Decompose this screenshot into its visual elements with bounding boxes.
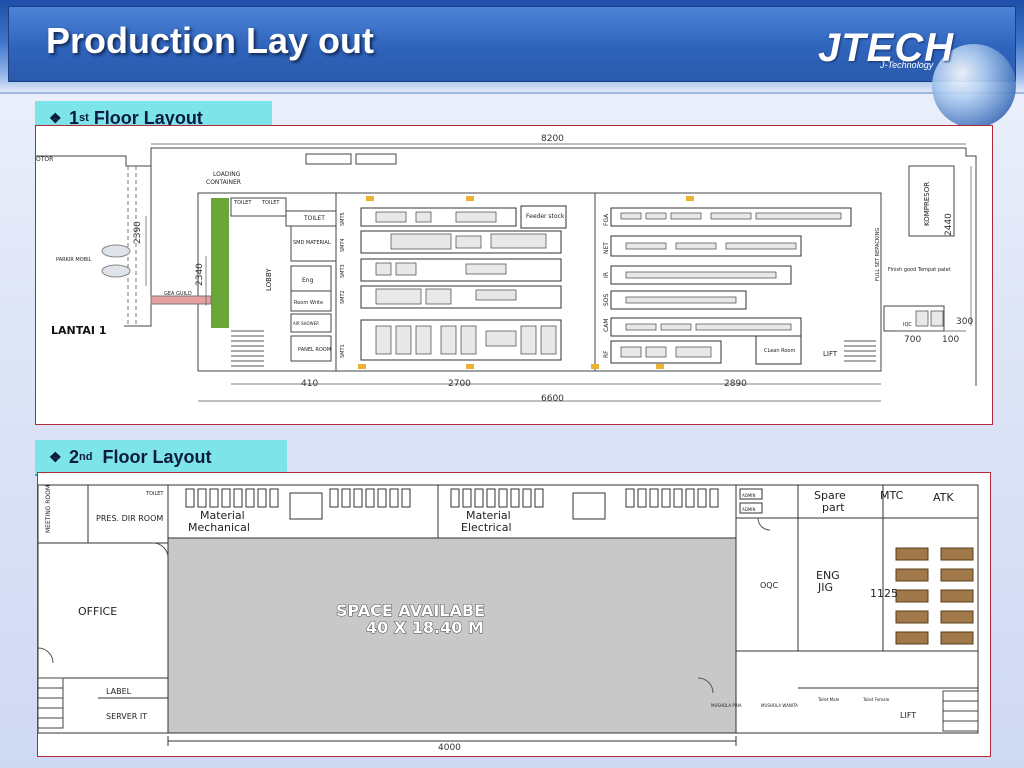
label-iqc: IQC (903, 322, 912, 328)
label-eng: Eng (302, 277, 314, 284)
label-admin-2: ADMIN (742, 507, 755, 512)
label-toilet-1: TOILET (233, 200, 252, 206)
label-label: LABEL (106, 687, 132, 696)
label-air-shower: AIR SHOWER (293, 321, 319, 326)
dim-left-height: 2390 (133, 221, 143, 244)
label-lift: LIFT (823, 350, 838, 358)
label-space-dimensions: 40 X 18.40 M (366, 618, 484, 637)
company-logo: JTECH (818, 26, 955, 70)
label-smd-material: SMD MATERIAL (293, 240, 331, 246)
label-lift: LIFT (900, 711, 916, 720)
label-rf: RF (603, 350, 610, 358)
globe-logo-icon (932, 44, 1016, 128)
company-logo-subtitle: J-Technology (880, 60, 934, 70)
label-ir: IR (603, 272, 610, 278)
label-dim-1125: 1125 (870, 587, 898, 600)
label-container: CONTAINER (206, 179, 241, 186)
label-mat-elec-1: Material (466, 509, 511, 522)
floor1-tab-sup: st (79, 112, 89, 124)
label-mat-elec-2: Electrical (461, 521, 512, 534)
dim-lobby-height: 2340 (195, 263, 205, 286)
label-sos: SOS (603, 293, 610, 306)
label-mtc: MTC (880, 489, 904, 502)
label-parkir: PARKIR MOBIL (56, 257, 92, 263)
floor2-tab-sup: nd (79, 451, 93, 463)
label-compressor: KOMPRESOR (923, 182, 931, 226)
dim-room-w1: 700 (904, 335, 921, 345)
floor2-tab-text: Floor Layout (102, 446, 212, 467)
dim-total-width: 8200 (541, 134, 564, 144)
dim-room-h: 300 (956, 317, 973, 327)
label-eng: ENG (816, 569, 840, 582)
label-admin-1: ADMIN (742, 493, 755, 498)
label-mushola-pria: MUSHOLA PRIA (711, 703, 742, 708)
label-spare: Spare (814, 489, 846, 502)
label-feeder-stock: Feeder stock (526, 213, 565, 220)
green-strip (211, 198, 229, 328)
label-lobby: LOBBY (265, 268, 273, 291)
label-space-available: SPACE AVAILABE (336, 601, 485, 620)
label-room-write: Room Write (294, 300, 323, 306)
label-motor: OTOR (36, 156, 53, 163)
label-mat-mech-1: Material (200, 509, 245, 522)
diamond-bullet-icon: ❖ (49, 110, 62, 126)
page-title: Production Lay out (46, 20, 374, 61)
label-office: OFFICE (78, 605, 117, 618)
floor1-tab-num: 1 (69, 107, 80, 128)
label-oqc: OQC (760, 581, 779, 590)
label-fga: FGA (603, 213, 610, 226)
floor2-tab-num: 2 (69, 446, 80, 467)
label-server: SERVER IT (106, 712, 147, 721)
label-toilet-female: Toilet Female (862, 697, 890, 702)
title-box (8, 6, 1016, 82)
label-toilet-3: TOILET (303, 215, 325, 222)
label-clean-room: CLean Room (764, 348, 795, 354)
diamond-bullet-icon: ❖ (49, 449, 62, 465)
dim-seg-a: 410 (301, 379, 318, 389)
label-meeting-room: MEETING ROOM (45, 485, 52, 533)
label-cam: CAM (603, 319, 610, 332)
label-smt1: SMT1 (340, 344, 346, 358)
floor1-plan: 8200 2440 2390 2340 410 2700 2890 6600 7… (35, 125, 993, 425)
floor1-tab-text: Floor Layout (93, 107, 203, 128)
label-smt4: SMT4 (340, 238, 346, 252)
label-mushola-wanita: MUSHOLA WANITA (761, 703, 798, 708)
label-lantai: LANTAI 1 (51, 324, 106, 337)
dim-seg-b: 2700 (448, 379, 471, 389)
dim-4000: 4000 (438, 743, 461, 753)
label-smt3: SMT3 (340, 264, 346, 278)
floor2-plan: 4000 MEETING ROOM PRES. DIR ROOM TOILET … (37, 472, 991, 757)
dim-seg-c: 2890 (724, 379, 747, 389)
label-jig: JIG (817, 581, 833, 594)
space-available-area (167, 537, 737, 734)
label-loading: LOADING (213, 171, 241, 178)
label-toilet: TOILET (145, 491, 164, 497)
label-pres-dir: PRES. DIR ROOM (96, 514, 163, 523)
label-smt5: SMT5 (340, 212, 346, 226)
dim-room-w2: 100 (942, 335, 959, 345)
label-finish-good: Finish good Tempat palet (888, 267, 951, 273)
dim-right-height: 2440 (944, 213, 954, 236)
label-panel-room: PANEL ROOM (298, 347, 331, 353)
label-part: part (822, 501, 845, 514)
label-smt2: SMT2 (340, 290, 346, 304)
label-toilet-male: Toilet Male (817, 697, 840, 702)
label-atk: ATK (933, 491, 954, 504)
label-toilet-2: TOILET (261, 200, 280, 206)
label-net: NET (603, 242, 610, 254)
dim-seg-total: 6600 (541, 394, 564, 404)
label-fg-repack: FULL SET REPACKING (875, 228, 881, 281)
header-bar: Production Lay out JTECH J-Technology (0, 0, 1024, 128)
label-gea: GEA GUILD (164, 291, 192, 297)
label-mat-mech-2: Mechanical (188, 521, 250, 534)
